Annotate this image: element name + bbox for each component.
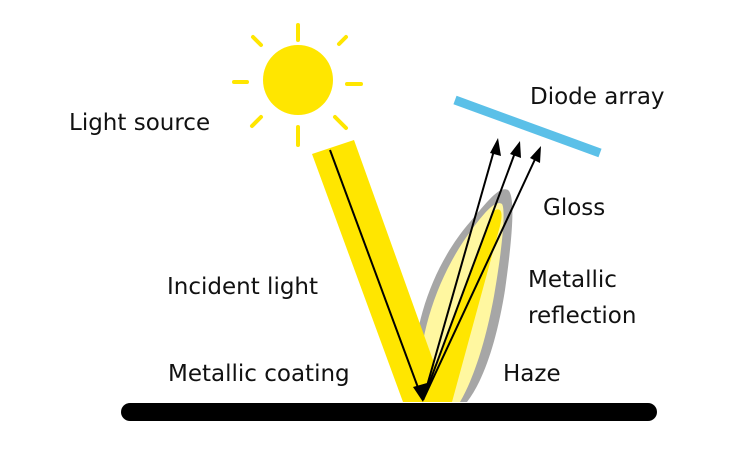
label-metallic-coating: Metallic coating (168, 361, 350, 387)
reflected-arrow (422, 154, 538, 401)
label-metallic-reflection-line1: Metallic (528, 267, 617, 293)
reflected-arrow (422, 149, 517, 401)
label-haze: Haze (503, 361, 561, 387)
label-incident-light: Incident light (167, 274, 319, 300)
reflected-arrow (422, 146, 496, 401)
sun-ray (333, 115, 348, 130)
sun-disc (263, 45, 333, 115)
sun-ray (337, 35, 348, 46)
arrowhead (510, 141, 521, 158)
label-metallic-reflection-line2: reflection (528, 303, 637, 329)
diode-array-bar (453, 95, 602, 158)
label-gloss: Gloss (543, 195, 606, 221)
label-diode-array: Diode array (530, 84, 665, 110)
arrowhead (413, 383, 427, 402)
sun-icon (232, 23, 363, 147)
incident-arrow (329, 149, 421, 394)
sun-ray (250, 115, 263, 128)
arrowhead (530, 146, 541, 163)
arrowhead (490, 138, 501, 156)
sun-ray (251, 35, 263, 47)
label-light-source: Light source (69, 110, 211, 136)
incident-light-beam (312, 140, 448, 402)
